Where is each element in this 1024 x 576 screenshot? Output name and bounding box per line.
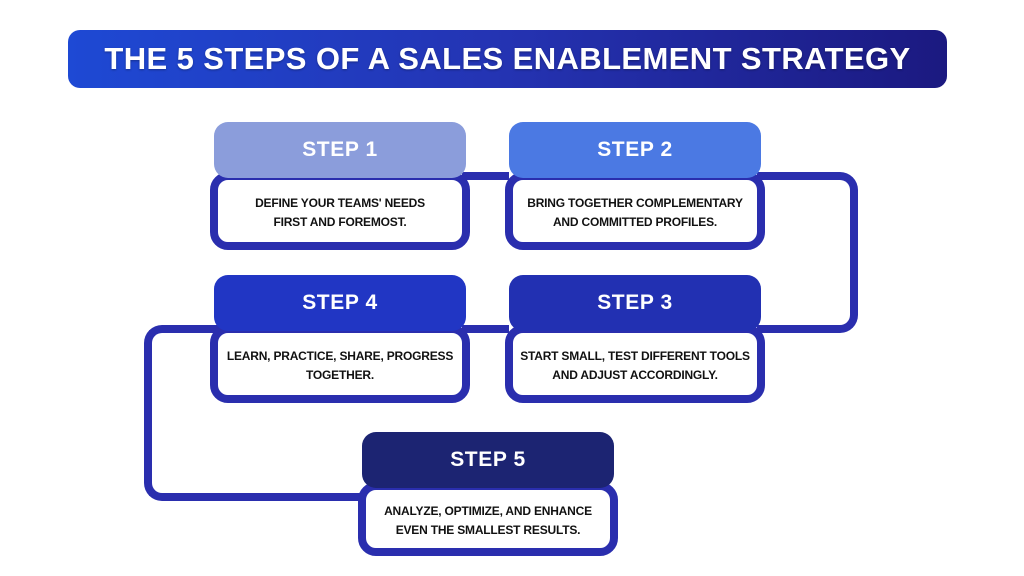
step-2-description: BRING TOGETHER COMPLEMENTARY AND COMMITT… — [527, 196, 743, 229]
step-1-header: STEP 1 — [214, 122, 466, 178]
step-2-body: BRING TOGETHER COMPLEMENTARY AND COMMITT… — [505, 172, 765, 250]
connector-step1-step2 — [462, 172, 509, 180]
step-2-header: STEP 2 — [509, 122, 761, 178]
step-3-body: START SMALL, TEST DIFFERENT TOOLS AND AD… — [505, 325, 765, 403]
step-2-card: STEP 2 BRING TOGETHER COMPLEMENTARY AND … — [505, 122, 765, 250]
step-5-label: STEP 5 — [450, 448, 526, 471]
step-4-label: STEP 4 — [302, 291, 378, 314]
step-5-card: STEP 5 ANALYZE, OPTIMIZE, AND ENHANCE EV… — [358, 432, 618, 556]
step-3-description: START SMALL, TEST DIFFERENT TOOLS AND AD… — [520, 349, 750, 382]
connector-step2-step3 — [757, 172, 858, 333]
step-3-card: STEP 3 START SMALL, TEST DIFFERENT TOOLS… — [505, 275, 765, 403]
step-3-label: STEP 3 — [597, 291, 673, 314]
step-1-card: STEP 1 DEFINE YOUR TEAMS' NEEDS FIRST AN… — [210, 122, 470, 250]
step-4-header: STEP 4 — [214, 275, 466, 331]
step-4-card: STEP 4 LEARN, PRACTICE, SHARE, PROGRESS … — [210, 275, 470, 403]
page-title: THE 5 STEPS OF A SALES ENABLEMENT STRATE… — [68, 30, 947, 88]
step-5-header: STEP 5 — [362, 432, 614, 488]
step-4-description: LEARN, PRACTICE, SHARE, PROGRESS TOGETHE… — [226, 349, 454, 382]
step-5-description: ANALYZE, OPTIMIZE, AND ENHANCE EVEN THE … — [384, 504, 592, 537]
step-5-body: ANALYZE, OPTIMIZE, AND ENHANCE EVEN THE … — [358, 482, 618, 556]
step-3-header: STEP 3 — [509, 275, 761, 331]
step-1-description: DEFINE YOUR TEAMS' NEEDS FIRST AND FOREM… — [255, 196, 425, 229]
step-2-label: STEP 2 — [597, 138, 673, 161]
connector-step3-step4 — [462, 325, 509, 333]
step-4-body: LEARN, PRACTICE, SHARE, PROGRESS TOGETHE… — [210, 325, 470, 403]
step-1-body: DEFINE YOUR TEAMS' NEEDS FIRST AND FOREM… — [210, 172, 470, 250]
step-1-label: STEP 1 — [302, 138, 378, 161]
